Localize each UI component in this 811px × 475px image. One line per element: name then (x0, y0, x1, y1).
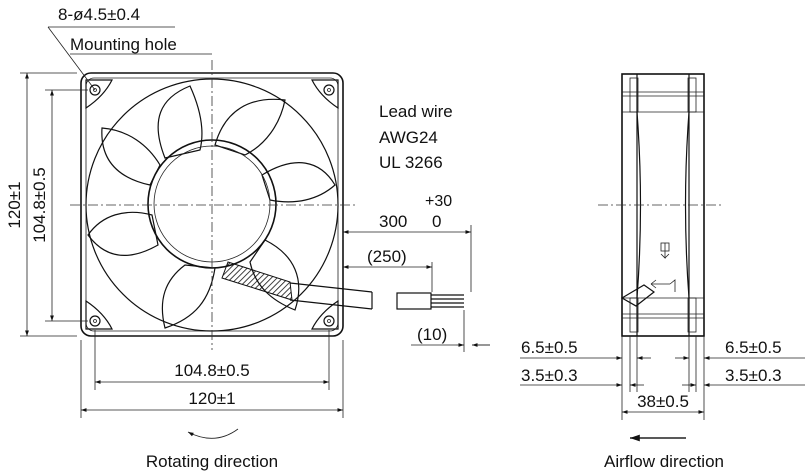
airflow-mark-icon (660, 243, 670, 259)
wire-standard-label: UL 3266 (379, 153, 443, 172)
airflow-direction-caption: Airflow direction (604, 452, 724, 471)
rib-right-label: 3.5±0.3 (725, 366, 782, 385)
mounting-hole-icon (89, 84, 101, 96)
mounting-hole-icon (323, 315, 335, 327)
side-wire-exit (620, 284, 656, 307)
flange-left-label: 6.5±0.5 (521, 338, 578, 357)
flange-right-label: 6.5±0.5 (725, 338, 782, 357)
height-pitch-label: 104.8±0.5 (30, 167, 49, 243)
lead-wire-label: Lead wire (379, 102, 453, 121)
front-view: 8-ø4.5±0.4 Mounting hole Lead wire AWG24… (5, 5, 490, 471)
wire-length-value: 300 (379, 212, 407, 231)
height-total-label: 120±1 (5, 181, 24, 228)
lead-wire (289, 282, 464, 310)
rotation-arrow-icon (187, 428, 239, 439)
mounting-hole-label: Mounting hole (70, 35, 177, 54)
wire-gauge-label: AWG24 (379, 128, 438, 147)
wire-strut (221, 261, 293, 301)
mounting-holes (89, 84, 335, 327)
mounting-hole-icon (89, 315, 101, 327)
rotation-mark-icon (650, 279, 676, 292)
strip-length-label: (10) (417, 325, 447, 344)
rib-left-label: 3.5±0.3 (521, 366, 578, 385)
hole-spec-label: 8-ø4.5±0.4 (58, 5, 140, 24)
corner-bosses (85, 79, 339, 330)
width-total-label: 120±1 (188, 389, 235, 408)
mounting-hole-icon (323, 84, 335, 96)
wire-length-tol-low: 0 (432, 212, 441, 231)
side-view: 6.5±0.5 3.5±0.3 6.5±0.5 3.5±0.3 38±0.5 A… (520, 73, 805, 471)
wire-ref-length: (250) (367, 247, 407, 266)
wire-length-tol-high: +30 (425, 193, 452, 210)
rotating-direction-caption: Rotating direction (146, 452, 278, 471)
fan-blades (87, 85, 336, 329)
depth-label: 38±0.5 (637, 392, 689, 411)
width-pitch-label: 104.8±0.5 (174, 361, 250, 380)
